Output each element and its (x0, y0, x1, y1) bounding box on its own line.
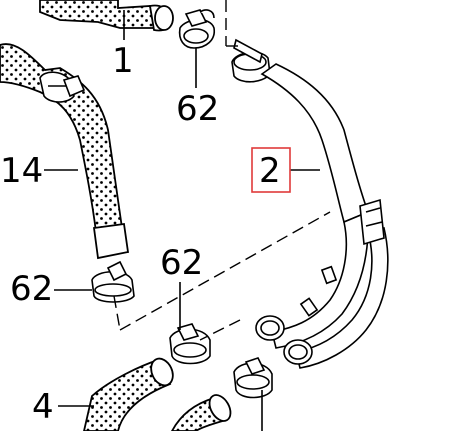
hose-part-1 (39, 0, 174, 32)
callout-2-highlight-box (251, 147, 291, 193)
callout-1: 1 (112, 41, 134, 81)
callout-62-left: 62 (10, 269, 53, 309)
hose-part-4 (83, 357, 174, 431)
clamp-upper-left (39, 71, 86, 103)
hose-part-14 (0, 43, 130, 260)
dashed-assembly-lines (113, 0, 331, 341)
hose-lower-right (170, 394, 232, 431)
leader-lines (44, 10, 320, 431)
callout-4: 4 (32, 387, 54, 427)
callout-62-mid: 62 (160, 243, 203, 283)
clamp-62-left (91, 260, 135, 303)
clamp-62-top (178, 9, 216, 49)
callout-2: 2 (259, 151, 281, 191)
clamp-lower-right (233, 357, 273, 399)
clamp-62-mid (169, 323, 211, 365)
callout-14: 14 (0, 151, 43, 191)
pipe-part-2 (231, 38, 389, 369)
callout-62-top: 62 (176, 89, 219, 129)
